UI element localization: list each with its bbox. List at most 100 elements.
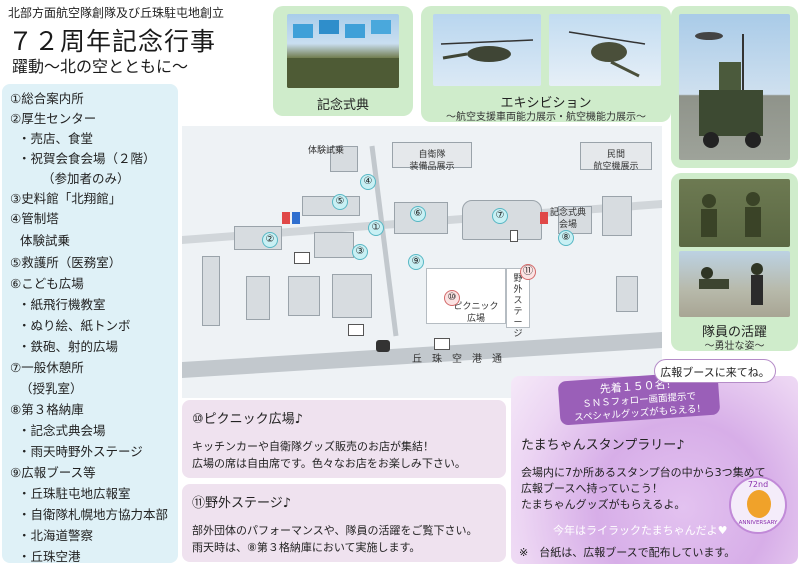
building-8	[558, 206, 592, 234]
building	[288, 276, 320, 316]
marker-10: ⑩	[444, 290, 460, 306]
stage-line-2: 雨天時は、⑧第３格納庫において実施します。	[192, 541, 421, 554]
venue-map: 体験試乗 自衛隊 装備品展示 民間 航空機展示 記念式典 会場 ピクニック 広場…	[182, 126, 662, 398]
nursing-room-icon	[510, 230, 518, 242]
badge-text: ANNIVERSARY	[738, 520, 778, 526]
list-item: ⑨広報ブース等	[10, 465, 96, 480]
picnic-line-1: キッチンカーや自衛隊グッズ販売のお店が集結！	[192, 440, 434, 453]
helicopter-icon	[568, 31, 646, 78]
members-panel: 隊員の活躍 ～勇壮な姿～	[671, 173, 798, 352]
vehicle-panel	[671, 6, 798, 168]
members-photo-2	[679, 251, 790, 317]
marker-11: ⑪	[520, 264, 536, 280]
list-item: ・雨天時野外ステージ	[18, 444, 143, 459]
page-title: ７２周年記念行事	[8, 27, 217, 56]
building	[580, 142, 652, 170]
stamp-line-3: たまちゃんグッズがもらえるよ。	[521, 498, 686, 511]
facility-list: ①総合案内所 ②厚生センター ・売店、食堂 ・祝賀会食会場（２階） （参加者のみ…	[2, 84, 178, 564]
list-item: ・丘珠空港	[18, 549, 81, 564]
stamp-highlight: 今年はライラックたまちゃんだよ♥	[553, 524, 728, 537]
stage-title: ⑪野外ステージ♪	[192, 496, 292, 511]
list-item: ⑤救護所（医務室）	[10, 255, 122, 270]
list-item: ①総合案内所	[10, 91, 84, 106]
list-item: ・丘珠駐屯地広報室	[18, 486, 131, 501]
members-subcaption: ～勇壮な姿～	[704, 341, 765, 352]
mascot-icon	[747, 490, 771, 518]
stage-line-1: 部外団体のパフォーマンスや、隊員の活躍をご覧下さい。	[192, 524, 478, 537]
stamp-rally-panel: 先着１５０名！ ＳＮＳフォロー画面提示で スペシャルグッズがもらえる！ たまちゃ…	[511, 370, 798, 564]
truck-icon	[695, 32, 763, 148]
list-item: ⑦一般休憩所	[10, 360, 84, 375]
list-item: ⑥こども広場	[10, 276, 84, 291]
list-item: ②厚生センター	[10, 111, 97, 126]
marker-5: ⑤	[332, 194, 348, 210]
restroom-icon	[292, 212, 300, 224]
stage-info-box: ⑪野外ステージ♪ 部外団体のパフォーマンスや、隊員の活躍をご覧下さい。 雨天時は…	[182, 484, 506, 562]
label-picnic-1: ピクニック	[453, 302, 499, 312]
label-yagai-stage: 野外ステージ	[513, 274, 523, 339]
ceremony-photo	[287, 14, 399, 88]
label-road: 丘 珠 空 港 通	[412, 354, 502, 365]
restroom-icon	[540, 212, 548, 224]
motorcycle-icon	[376, 340, 390, 352]
soldiers-icon	[701, 192, 761, 237]
building	[202, 256, 220, 326]
smoking-area-icon	[348, 324, 364, 336]
label-jieitai-2: 装備品展示	[409, 162, 455, 172]
picnic-title: ⑩ピクニック広場♪	[192, 412, 303, 427]
bicycle-icon	[434, 338, 450, 350]
stamp-line-2: 広報ブースへ持っていこう！	[521, 482, 663, 495]
building	[392, 142, 472, 168]
badge-number: 72nd	[747, 480, 769, 489]
label-minkan-1: 民間	[606, 150, 625, 160]
smoking-area-icon	[294, 252, 310, 264]
marker-3: ③	[352, 244, 368, 260]
list-item: ・鉄砲、射的広場	[18, 339, 119, 354]
anniversary-badge: 72nd ANNIVERSARY	[729, 476, 787, 534]
marker-9: ⑨	[408, 254, 424, 270]
label-minkan-2: 航空機展示	[593, 162, 639, 172]
list-item: （授乳室）	[20, 381, 83, 396]
building	[246, 276, 270, 320]
building	[314, 232, 354, 258]
exhibition-panel: エキシビション ～航空支援車両能力展示・航空機能力展示～	[421, 6, 671, 123]
ceremony-caption: 記念式典	[316, 98, 369, 113]
marker-2: ②	[262, 232, 278, 248]
exhibition-subcaption: ～航空支援車両能力展示・航空機能力展示～	[446, 112, 646, 123]
list-item: 体験試乗	[20, 233, 71, 248]
speech-bubble: 広報ブースに来てね。	[654, 359, 776, 383]
bubble-text: 広報ブースに来てね。	[660, 366, 770, 379]
picnic-info-box: ⑩ピクニック広場♪ キッチンカーや自衛隊グッズ販売のお店が集結！ 広場の席は自由…	[182, 400, 506, 478]
label-jieitai-1: 自衛隊	[418, 150, 446, 160]
restroom-icon	[282, 212, 290, 224]
building	[302, 196, 360, 216]
list-item: ・ぬり絵、紙トンボ	[18, 318, 131, 333]
marker-8: ⑧	[558, 230, 574, 246]
building	[602, 196, 632, 236]
building	[330, 146, 358, 172]
exhibition-caption: エキシビション	[500, 96, 592, 111]
list-item: ④管制塔	[10, 211, 59, 226]
building	[616, 276, 638, 312]
label-shikiten-1: 記念式典	[549, 208, 586, 218]
stamp-line-1: 会場内に7か所あるスタンプ台の中から3つ集めて	[521, 466, 766, 479]
label-shikiten-2: 会場	[558, 220, 577, 230]
members-photo-1	[679, 179, 790, 247]
helicopter-photo-2	[549, 14, 661, 86]
building	[332, 274, 372, 318]
helicopter-icon	[440, 39, 534, 62]
list-item: ・北海道警察	[18, 528, 94, 543]
helicopter-photo-1	[433, 14, 541, 86]
label-taiken: 体験試乗	[308, 146, 345, 156]
marker-6: ⑥	[410, 206, 426, 222]
list-item: ・紙飛行機教室	[18, 297, 106, 312]
list-item: （参加者のみ）	[42, 171, 130, 186]
page-subtitle: 躍動～北の空とともに～	[12, 57, 189, 76]
list-item: ・売店、食堂	[18, 131, 94, 146]
list-item: ③史料館「北翔館」	[10, 191, 122, 206]
members-caption: 隊員の活躍	[701, 325, 767, 340]
list-item: ・祝賀会食会場（２階）	[18, 151, 156, 166]
soldiers-icon	[699, 263, 763, 305]
list-item: ・記念式典会場	[18, 423, 106, 438]
marker-4: ④	[360, 174, 376, 190]
